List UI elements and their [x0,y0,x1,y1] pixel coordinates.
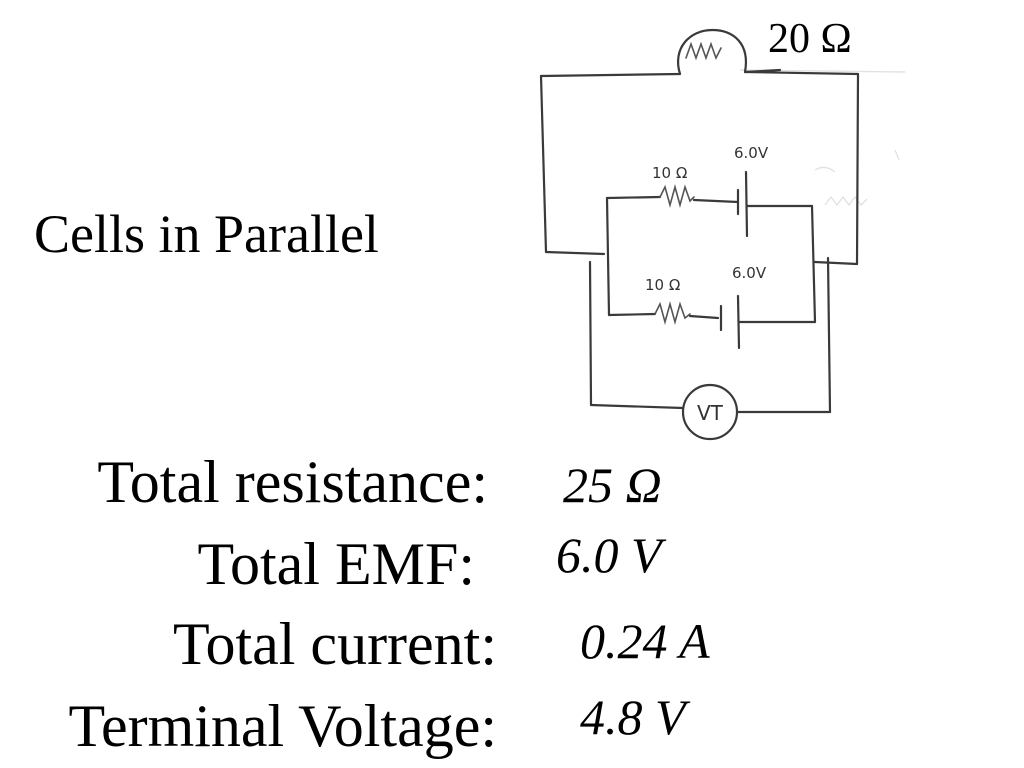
total-resistance-label: Total resistance: [97,449,488,515]
total-current-label: Total current: [173,611,497,677]
ghost-marks [739,69,906,207]
outer-loop [539,72,860,266]
branch-1-resistor-label: 10 Ω [652,164,687,182]
voltmeter-icon [681,383,739,441]
total-emf-value: 6.0 V [556,527,662,583]
page-title: Cells in Parallel [34,204,379,264]
branch-2-cell-label: 6.0V [732,264,767,282]
terminal-voltage-value: 4.8 V [580,689,686,745]
branch-1-cell-label: 6.0V [734,144,769,162]
branch-2: 10 Ω 6.0V [607,264,817,350]
total-current-value: 0.24 A [580,613,710,669]
voltmeter-label: VT [697,401,724,425]
top-resistor [539,28,860,78]
branch-2-resistor-label: 10 Ω [645,276,680,294]
parallel-branches: 10 Ω 6.0V 10 Ω 6.0V [605,144,817,350]
total-resistance-value: 25 Ω [563,457,662,513]
voltmeter-loop: VT [588,256,832,441]
branch-1: 10 Ω 6.0V [605,144,814,238]
terminal-voltage-label: Terminal Voltage: [68,693,498,759]
total-emf-label: Total EMF: [197,531,475,597]
top-resistor-label: 20 Ω [768,16,852,62]
